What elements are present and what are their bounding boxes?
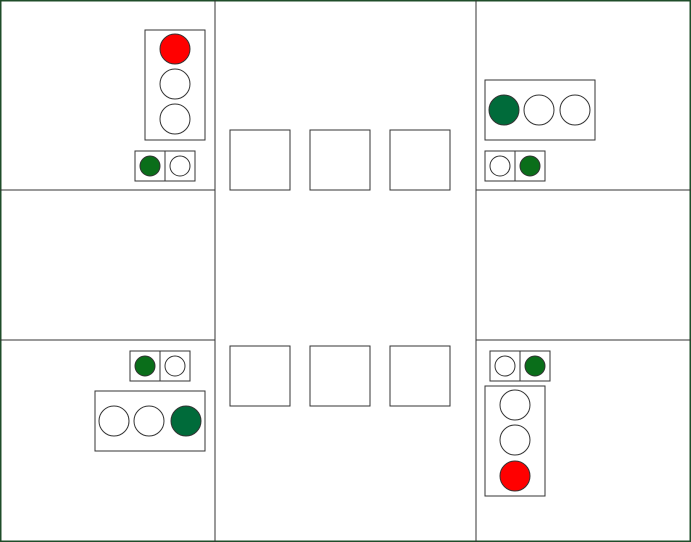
signal-lamp-green [519, 155, 541, 177]
signal-lamp-off [164, 355, 186, 377]
center-box-top-3 [389, 129, 451, 191]
signal-lamp-off [169, 155, 191, 177]
signal-lamp-green [134, 355, 156, 377]
signal-lamp-red [159, 33, 191, 65]
center-box-top-2 [309, 129, 371, 191]
signal-lamp-red [499, 460, 531, 492]
signal-lamp-off [559, 94, 591, 126]
pedestrian-signal-top-right [484, 150, 546, 182]
signal-lamp-off [523, 94, 555, 126]
pedestrian-signal-bottom-right [489, 350, 551, 382]
signal-lamp-off [159, 68, 191, 100]
signal-lamp-off [159, 103, 191, 135]
vehicle-signal-bottom-right [484, 385, 546, 497]
signal-lamp-green [170, 405, 202, 437]
signal-lamp-green [488, 94, 520, 126]
signal-lamp-off [489, 155, 511, 177]
signal-lamp-green [524, 355, 546, 377]
vehicle-signal-bottom-left [94, 390, 206, 452]
pedestrian-signal-top-left [134, 150, 196, 182]
signal-lamp-off [499, 424, 531, 456]
pedestrian-signal-bottom-left [129, 350, 191, 382]
signal-lamp-off [494, 355, 516, 377]
vehicle-signal-top-left [144, 29, 206, 141]
signal-lamp-off [133, 405, 165, 437]
center-box-top-1 [229, 129, 291, 191]
center-box-bottom-2 [309, 345, 371, 407]
center-box-bottom-3 [389, 345, 451, 407]
signal-lamp-off [499, 389, 531, 421]
signal-lamp-green [139, 155, 161, 177]
signal-lamp-off [98, 405, 130, 437]
center-box-bottom-1 [229, 345, 291, 407]
vehicle-signal-top-right [484, 79, 596, 141]
